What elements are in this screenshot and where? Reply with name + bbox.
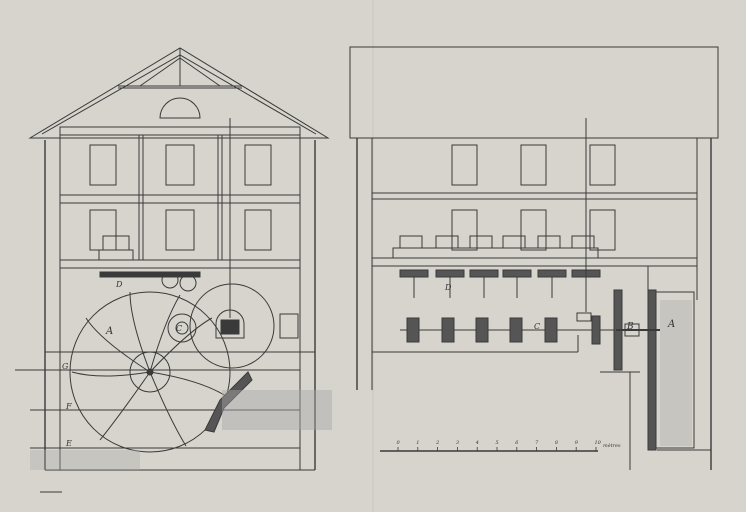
label-d-left: D [115, 280, 123, 289]
label-c-right: C [534, 322, 540, 331]
left-attic-window [159, 97, 201, 119]
right-regulator [576, 312, 592, 322]
right-millstone-3 [469, 269, 499, 278]
right-window-3 [589, 144, 616, 186]
left-window-5 [165, 209, 195, 251]
right-hopper-5 [537, 235, 561, 249]
right-wheel-pit [655, 291, 695, 449]
right-hopper-6 [571, 235, 595, 249]
left-section-elevation [15, 47, 330, 471]
left-sluice-box [279, 313, 299, 339]
right-hopper-4 [502, 235, 526, 249]
label-g-left: G [62, 362, 69, 371]
right-gear-4 [509, 317, 523, 343]
left-window-6 [244, 209, 272, 251]
scale-tick-label: 6 [515, 440, 519, 446]
right-water-wheel-a [647, 289, 657, 451]
left-water-upper [222, 390, 332, 430]
left-regulator-housing [215, 309, 245, 339]
right-water-in-pit [660, 300, 692, 446]
label-a-right: A [667, 319, 675, 330]
scale-tick-label: 7 [535, 440, 539, 446]
right-small-wheel [591, 315, 601, 345]
scale-tick-label: 9 [575, 440, 579, 446]
label-d-right: D [444, 283, 452, 292]
right-front-elevation [349, 46, 719, 470]
left-drive-shaft [99, 271, 201, 278]
left-roof [28, 47, 330, 139]
right-window-2 [520, 144, 547, 186]
scale-tick-label: 2 [435, 440, 439, 446]
right-window-1 [451, 144, 478, 186]
right-stone-floor [392, 247, 599, 259]
left-window-1 [89, 144, 117, 186]
scale-tick-label: 3 [456, 440, 459, 446]
scale-tick-label: 5 [496, 440, 499, 446]
left-pulley-2 [179, 274, 197, 292]
left-millstone [98, 249, 134, 261]
right-mid-beam [371, 192, 698, 200]
right-window-6 [589, 209, 616, 251]
right-hopper-3 [469, 235, 493, 249]
left-water-wheel-rim [69, 291, 231, 453]
left-secondary-wheel [189, 283, 275, 369]
label-f-left: F [65, 402, 72, 411]
left-pulley-1 [161, 271, 179, 289]
scale-tick-label: 4 [475, 440, 479, 446]
scale-bar: 0 1 2 3 4 5 6 7 8 9 10 mètres [380, 440, 621, 452]
right-millstone-2 [435, 269, 465, 278]
scale-tick-label: 8 [555, 440, 558, 446]
left-roof-brace-l [139, 57, 181, 87]
scale-tick-label: 1 [416, 440, 419, 446]
left-water-lower [30, 450, 140, 470]
left-sluice-gate [204, 371, 253, 433]
right-millstone-5 [537, 269, 567, 278]
label-e-left: E [65, 439, 72, 448]
label-a-left: A [105, 326, 113, 337]
label-c-left: C [176, 324, 182, 333]
right-window-4 [451, 209, 478, 251]
right-millstone-1 [399, 269, 429, 278]
right-millstone-4 [502, 269, 532, 278]
right-hopper-2 [435, 235, 459, 249]
left-top-beam [59, 126, 301, 136]
scale-ticks: 0 1 2 3 4 5 6 7 8 9 10 [397, 440, 602, 451]
label-b-right: B [626, 322, 634, 332]
right-bearing-b [624, 323, 640, 337]
left-regulator-core [220, 319, 240, 335]
right-gear-5 [544, 317, 558, 343]
left-gear-c [167, 313, 197, 343]
scale-tick-label: 10 [595, 440, 602, 446]
left-window-2 [165, 144, 195, 186]
right-gear-3 [475, 317, 489, 343]
left-window-3 [244, 144, 272, 186]
right-roof-block [349, 46, 719, 139]
left-roof-brace-r [179, 57, 221, 87]
right-window-5 [520, 209, 547, 251]
right-hopper-1 [399, 235, 423, 249]
right-gear-2 [441, 317, 455, 343]
scale-unit: mètres [603, 442, 621, 449]
left-gear-c-inner [175, 321, 189, 335]
scale-tick-label: 0 [397, 440, 401, 446]
right-gear-1 [406, 317, 420, 343]
